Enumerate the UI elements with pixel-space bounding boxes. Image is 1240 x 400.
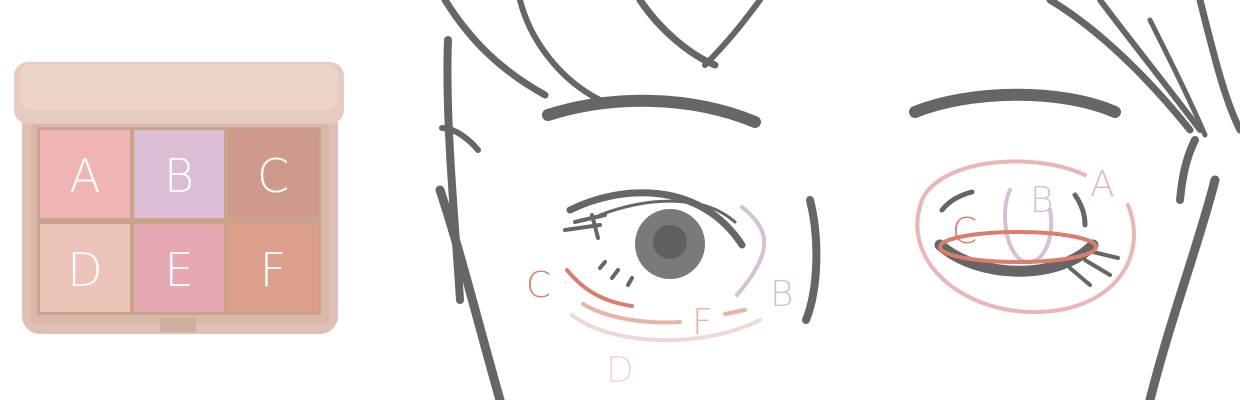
pupil <box>653 225 687 259</box>
eyeshadow-pan-b <box>134 130 224 218</box>
guide-line-d <box>570 313 762 343</box>
hair-line <box>636 0 719 69</box>
eyelashes <box>563 213 607 240</box>
label-b: B <box>1030 180 1054 221</box>
pan-label: E <box>164 243 193 297</box>
hair-line <box>441 0 549 99</box>
palette-lid-top <box>20 64 338 110</box>
hair-line <box>1196 0 1240 134</box>
guide-line-a <box>915 159 1136 315</box>
open-eye-guides: C F D B <box>526 205 794 391</box>
cheek-line <box>1145 175 1220 400</box>
lower-lashes <box>598 260 634 287</box>
crease-line <box>939 189 1088 228</box>
pan-label: D <box>67 243 102 297</box>
eyeshadow-pan-d <box>40 224 130 312</box>
hair-line <box>1046 0 1194 134</box>
label-d: D <box>606 350 634 391</box>
face-outline <box>443 36 464 304</box>
guide-line-c <box>565 268 634 308</box>
eyeshadow-pan-e <box>134 224 224 312</box>
open-eye-face <box>435 0 821 400</box>
eyebrow <box>542 94 761 128</box>
hair-line <box>1147 17 1208 138</box>
palette-clasp <box>160 318 196 332</box>
nose-line <box>802 196 821 324</box>
label-c: C <box>526 265 551 306</box>
eyeshadow-pan-a <box>40 130 130 218</box>
cheek-line <box>435 185 505 400</box>
eyebrow <box>909 88 1121 118</box>
hair-line <box>702 0 763 68</box>
closed-eye-face <box>909 0 1240 400</box>
hair-line <box>1097 0 1203 133</box>
guide-line-b <box>735 205 767 297</box>
pan-label: C <box>257 149 289 203</box>
label-c: C <box>952 211 977 252</box>
label-a: A <box>1090 164 1115 205</box>
eyeshadow-pan-f <box>228 224 318 312</box>
eyelashes <box>1068 250 1120 287</box>
temple-line <box>439 125 481 153</box>
guide-line-f <box>581 302 747 325</box>
temple-line <box>1176 136 1199 204</box>
closed-eye-guides: A B C <box>915 159 1136 315</box>
guide-line-c <box>938 230 1098 264</box>
crease-line <box>598 199 737 224</box>
upper-lid <box>566 189 746 249</box>
pan-label: F <box>260 243 286 297</box>
hair-line <box>517 0 603 103</box>
label-b: B <box>770 274 794 315</box>
label-f: F <box>692 302 713 343</box>
pan-label: A <box>69 149 100 203</box>
pan-label: B <box>164 149 194 203</box>
eyeshadow-palette: A B C D E F <box>14 62 344 334</box>
eyeshadow-pan-c <box>228 130 318 218</box>
